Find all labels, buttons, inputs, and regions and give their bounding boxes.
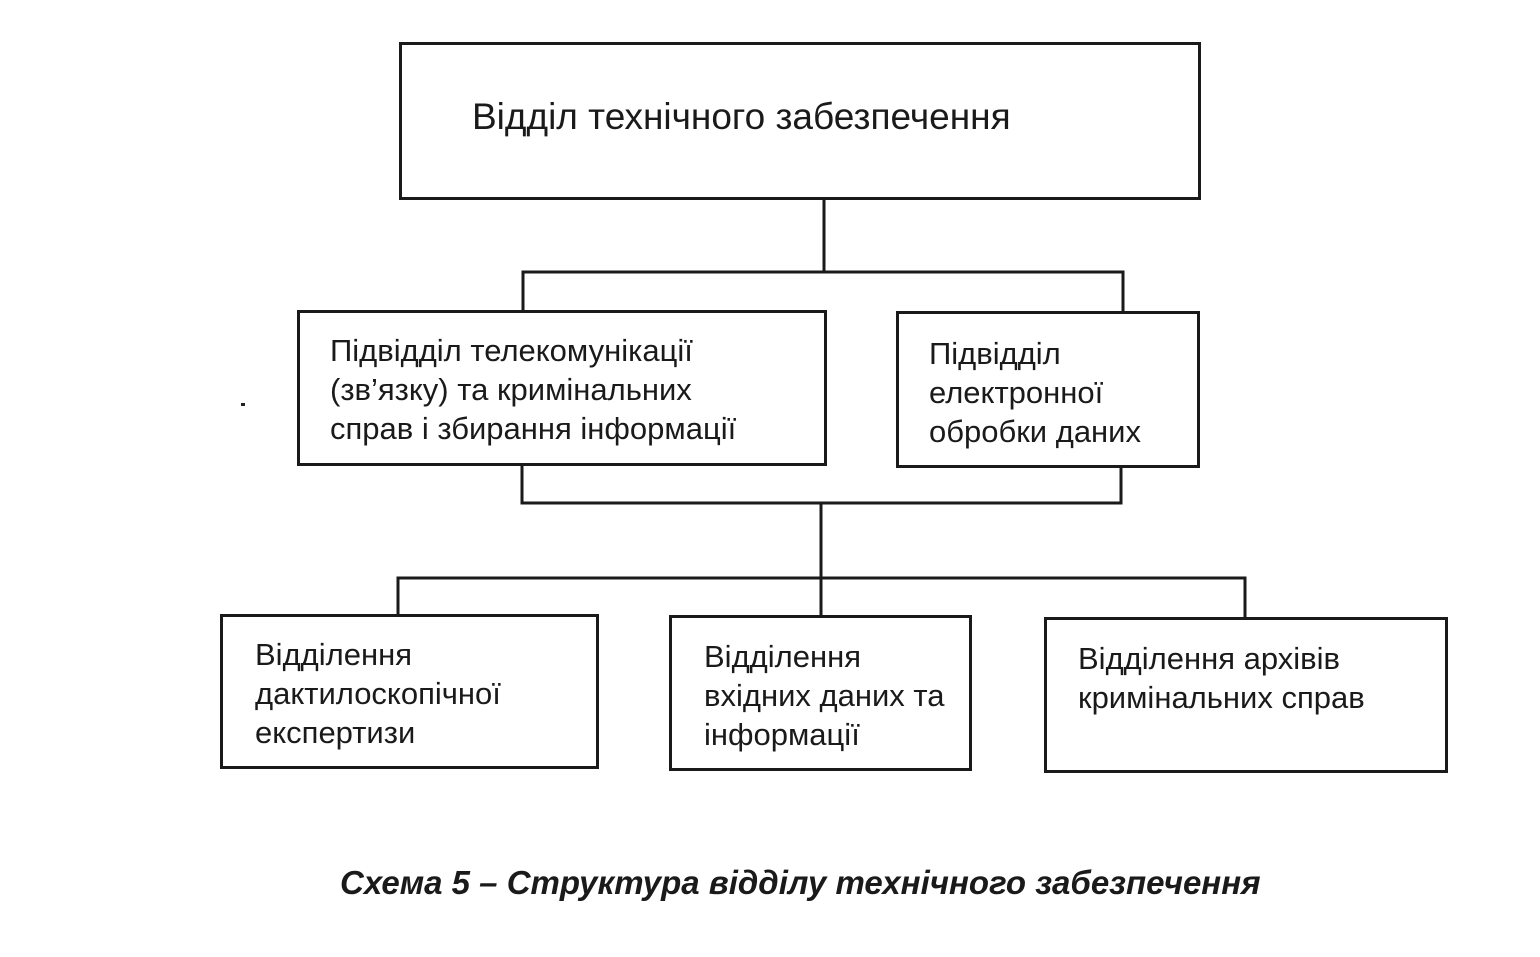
root-node-label: Відділ технічного забезпечення bbox=[472, 96, 1011, 137]
subdivision-data-processing-label: Підвідділ електронної обробки даних bbox=[929, 336, 1141, 449]
figure-caption: Схема 5 – Структура відділу технічного з… bbox=[340, 864, 1261, 901]
scan-speck bbox=[241, 403, 245, 406]
unit-node-input-data: Відділення вхідних даних та інформації bbox=[669, 615, 972, 771]
subdivision-node-data-processing: Підвідділ електронної обробки даних bbox=[896, 311, 1200, 468]
subdivision-node-telecom: Підвідділ телекомунікації (зв’язку) та к… bbox=[297, 310, 827, 466]
root-node-technical-support: Відділ технічного забезпечення bbox=[399, 42, 1201, 200]
subdivision-telecom-label: Підвідділ телекомунікації (зв’язку) та к… bbox=[330, 333, 737, 446]
unit-archives-label: Відділення архівів кримінальних справ bbox=[1078, 641, 1365, 715]
unit-node-archives: Відділення архівів кримінальних справ bbox=[1044, 617, 1448, 773]
unit-input-data-label: Відділення вхідних даних та інформації bbox=[704, 639, 945, 752]
unit-dactyloscopy-label: Відділення дактилоскопічної експертизи bbox=[255, 637, 501, 750]
unit-node-dactyloscopy: Відділення дактилоскопічної експертизи bbox=[220, 614, 599, 769]
